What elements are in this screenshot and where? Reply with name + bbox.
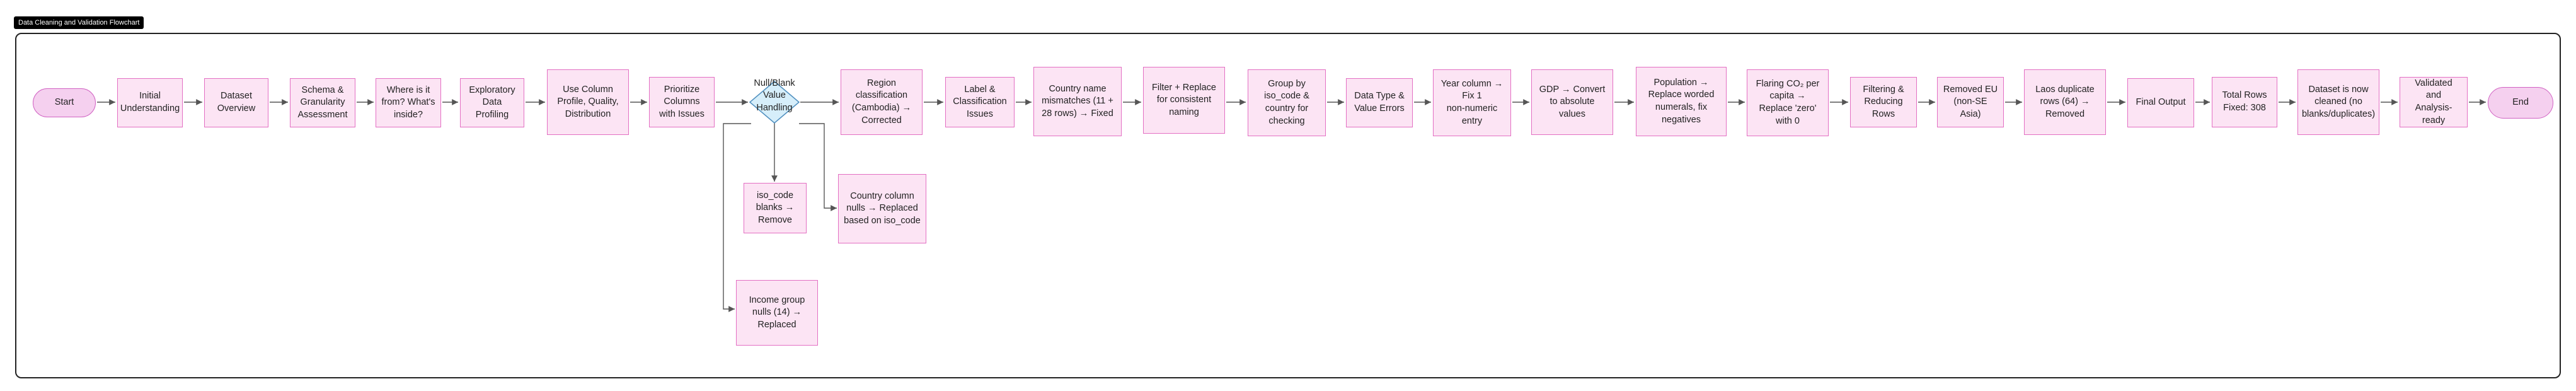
- region-classification-node: Region classification (Cambodia) → Corre…: [841, 69, 923, 135]
- removed-eu-node: Removed EU (non-SE Asia): [1937, 77, 2004, 127]
- dataset-overview-node: Dataset Overview: [204, 78, 268, 127]
- country-mismatch-node: Country name mismatches (11 + 28 rows) →…: [1033, 67, 1122, 136]
- edge-null-to-income-nulls: [723, 123, 751, 312]
- edge-null-to-country-nulls: [799, 123, 837, 211]
- prioritize-columns-node: Prioritize Columns with Issues: [649, 77, 715, 127]
- income-group-nulls-node: Income group nulls (14) → Replaced: [736, 280, 818, 346]
- where-from-node: Where is it from? What's inside?: [376, 78, 441, 127]
- null-blank-decision-shape: [749, 81, 800, 124]
- year-column-node: Year column → Fix 1 non-numeric entry: [1433, 69, 1511, 136]
- column-profile-node: Use Column Profile, Quality, Distributio…: [547, 69, 629, 135]
- initial-understanding-node: Initial Understanding: [117, 78, 183, 127]
- gdp-node: GDP → Convert to absolute values: [1531, 69, 1613, 135]
- total-rows-node: Total Rows Fixed: 308: [2212, 77, 2277, 127]
- dataset-cleaned-node: Dataset is now cleaned (no blanks/duplic…: [2297, 69, 2379, 135]
- final-output-node: Final Output: [2127, 78, 2194, 127]
- laos-duplicates-node: Laos duplicate rows (64) → Removed: [2024, 69, 2106, 135]
- flowchart-title: Data Cleaning and Validation Flowchart: [14, 16, 144, 29]
- data-type-errors-node: Data Type & Value Errors: [1346, 78, 1413, 127]
- start-node: Start: [33, 88, 96, 117]
- group-by-node: Group by iso_code & country for checking: [1248, 69, 1326, 136]
- flowchart-frame: [15, 33, 2561, 378]
- filter-replace-node: Filter + Replace for consistent naming: [1143, 67, 1225, 134]
- filtering-reducing-node: Filtering & Reducing Rows: [1850, 77, 1917, 127]
- validated-node: Validated and Analysis-ready: [2400, 77, 2468, 127]
- end-node: End: [2488, 87, 2553, 119]
- country-nulls-node: Country column nulls → Replaced based on…: [838, 174, 926, 243]
- exploratory-profiling-node: Exploratory Data Profiling: [460, 78, 524, 127]
- population-node: Population → Replace worded numerals, fi…: [1636, 67, 1727, 136]
- null-blank-decision-label: Null/Blank Value Handling: [754, 78, 795, 113]
- flaring-node: Flaring CO₂ per capita → Replace 'zero' …: [1747, 69, 1829, 136]
- label-classification-node: Label & Classification Issues: [945, 77, 1015, 127]
- schema-assessment-node: Schema & Granularity Assessment: [290, 78, 355, 127]
- iso-code-blanks-node: iso_code blanks → Remove: [744, 183, 807, 233]
